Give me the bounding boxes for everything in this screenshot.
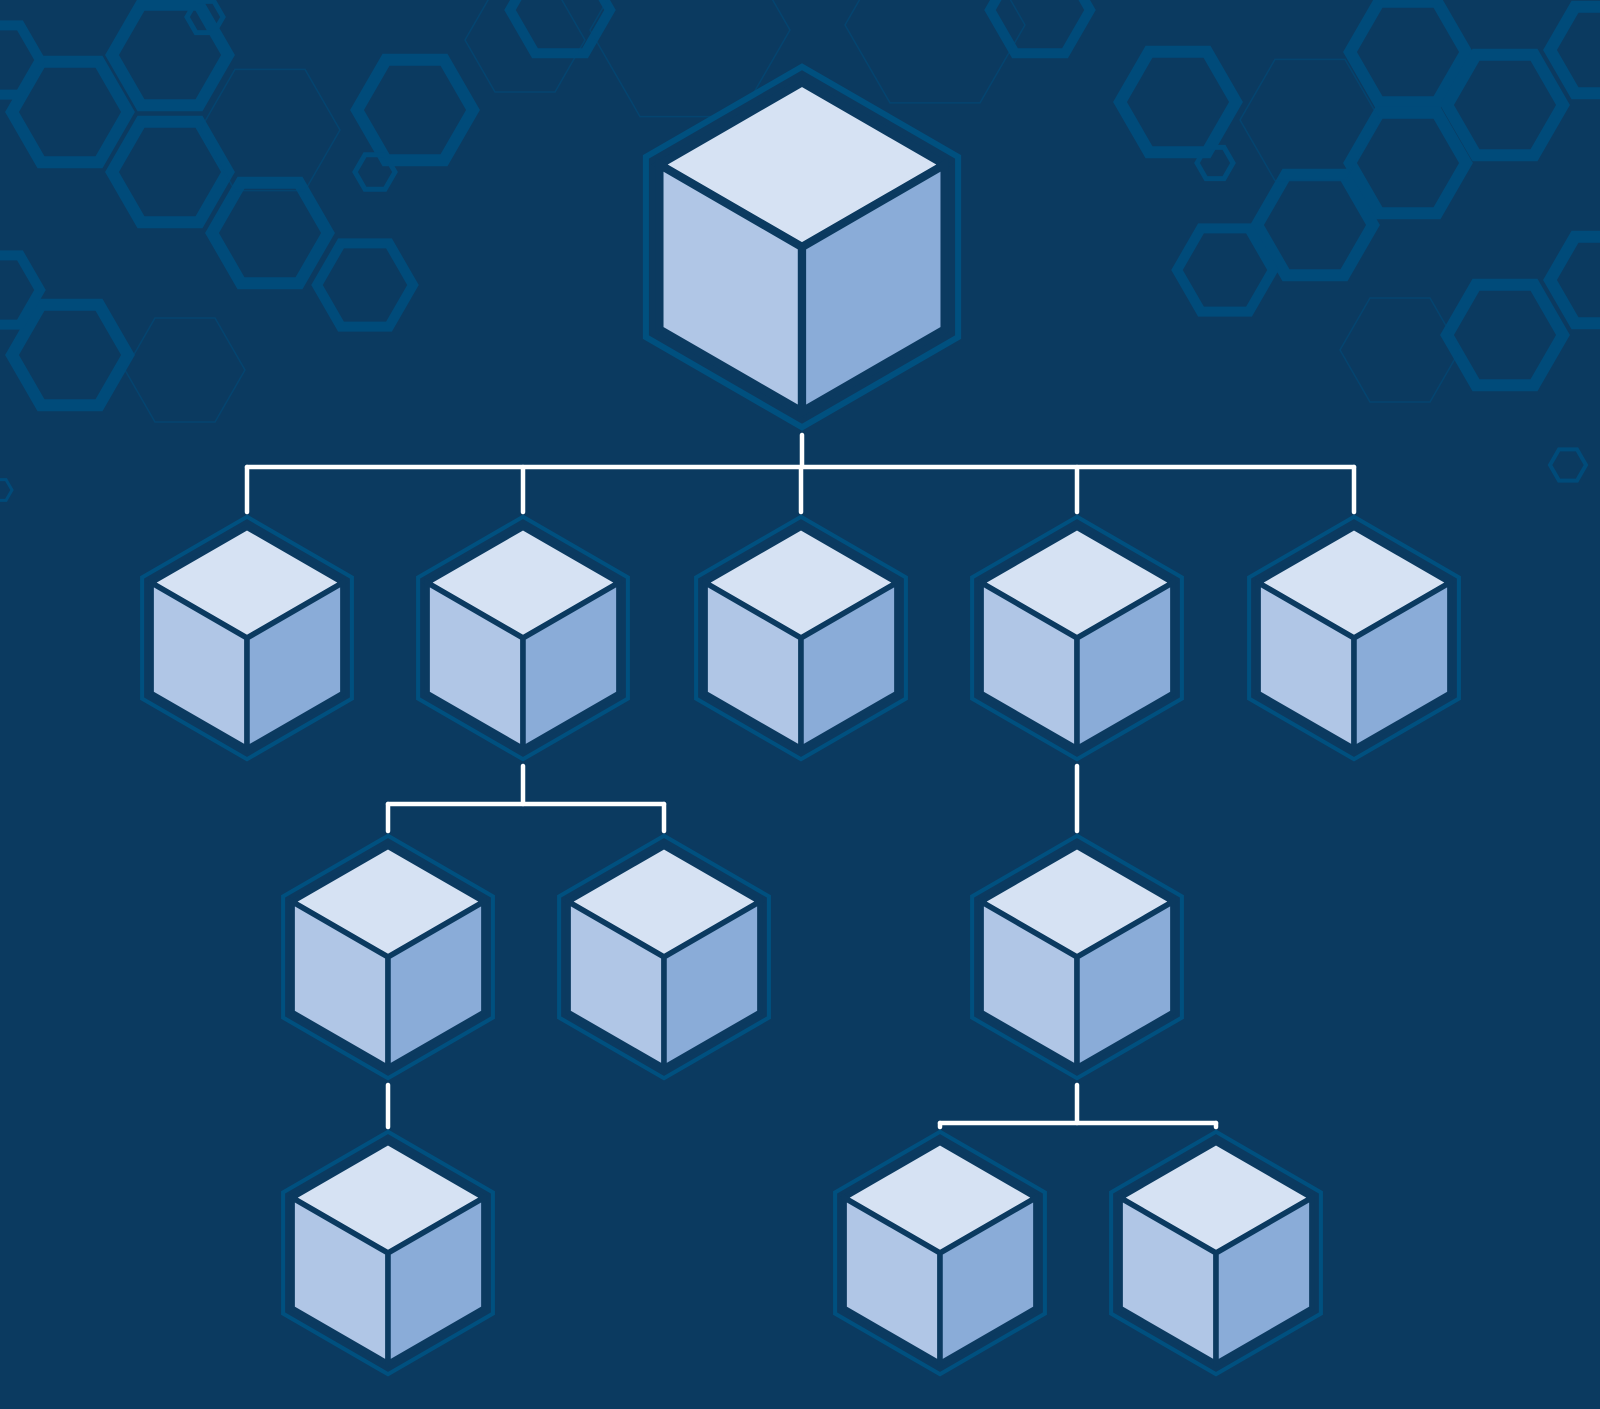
cube-node-a bbox=[140, 514, 354, 762]
background-hexagon bbox=[1543, 230, 1600, 330]
background-hexagon bbox=[1250, 168, 1380, 282]
background-hexagon bbox=[1339, 297, 1461, 403]
background-hexagon bbox=[1343, 0, 1473, 109]
background-hexagon bbox=[1543, 0, 1600, 100]
cube-right-face bbox=[385, 896, 487, 1073]
cube-right-face bbox=[1351, 577, 1453, 754]
cube-right-face bbox=[520, 577, 622, 754]
background-hexagon bbox=[1440, 48, 1570, 162]
background-hexagon-pattern bbox=[0, 0, 1600, 502]
cube-right-face bbox=[1074, 577, 1176, 754]
background-hexagon bbox=[504, 0, 616, 59]
cube-node-b1 bbox=[281, 833, 495, 1081]
background-hexagon bbox=[1194, 144, 1236, 182]
background-hexagon bbox=[844, 0, 1026, 104]
background-hexagon bbox=[1171, 223, 1279, 317]
cube-right-face bbox=[385, 1192, 487, 1369]
cube-node-b2 bbox=[557, 833, 771, 1081]
background-hexagon bbox=[350, 53, 480, 167]
connectors bbox=[244, 432, 1357, 1130]
background-hexagon bbox=[5, 55, 135, 169]
cube-nodes bbox=[140, 63, 1461, 1377]
background-hexagon bbox=[311, 238, 419, 332]
background-hexagon bbox=[1547, 447, 1589, 483]
background-hexagon bbox=[105, 0, 235, 112]
cube-node-c bbox=[694, 514, 908, 762]
background-hexagon bbox=[0, 20, 46, 100]
background-hexagon bbox=[352, 152, 398, 192]
background-hexagon bbox=[5, 298, 135, 412]
background-hexagon bbox=[984, 0, 1096, 59]
background-hexagon bbox=[0, 250, 46, 330]
cube-node-d1a bbox=[833, 1129, 1047, 1377]
background-hexagon bbox=[0, 478, 14, 502]
cube-node-d1b bbox=[1109, 1129, 1323, 1377]
cube-node-b bbox=[416, 514, 630, 762]
background-hexagon bbox=[199, 68, 341, 192]
cube-right-face bbox=[798, 577, 900, 754]
cube-node-e bbox=[1247, 514, 1461, 762]
cube-right-face bbox=[797, 157, 949, 419]
cube-right-face bbox=[661, 896, 763, 1073]
background-hexagon bbox=[1343, 106, 1473, 220]
background-hexagon bbox=[184, 0, 226, 36]
cube-node-d1 bbox=[970, 833, 1184, 1081]
background-hexagon bbox=[105, 115, 235, 229]
background-hexagon bbox=[1239, 58, 1381, 182]
background-hexagon bbox=[205, 176, 335, 290]
background-hexagon bbox=[1113, 45, 1243, 159]
cube-node-root bbox=[642, 63, 962, 431]
background-hexagon bbox=[1440, 278, 1570, 392]
cube-right-face bbox=[937, 1192, 1039, 1369]
cube-right-face bbox=[1213, 1192, 1315, 1369]
cube-right-face bbox=[1074, 896, 1176, 1073]
cube-right-face bbox=[244, 577, 346, 754]
background-hexagon bbox=[464, 0, 586, 93]
cube-node-d bbox=[970, 514, 1184, 762]
background-hexagon bbox=[124, 317, 246, 423]
cube-node-b1a bbox=[281, 1129, 495, 1377]
